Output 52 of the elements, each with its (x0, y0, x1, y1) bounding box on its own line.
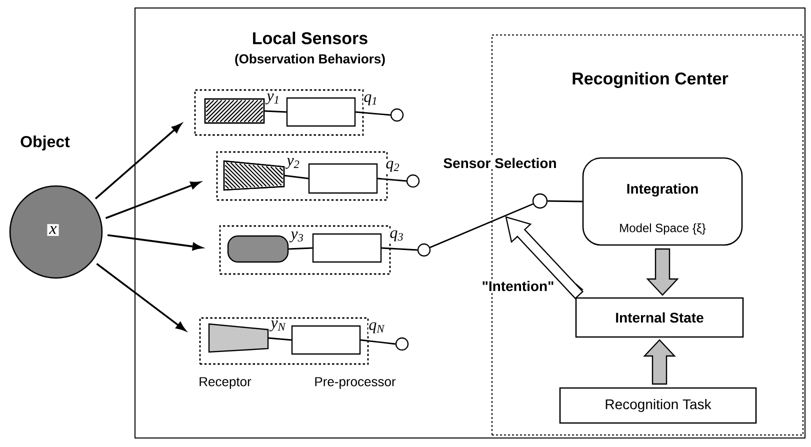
switch-contact (532, 193, 548, 209)
output-terminal (395, 337, 409, 351)
receptor-block (223, 160, 285, 191)
connector (284, 174, 308, 180)
connector (430, 203, 534, 248)
signal-label: q$_{1}$ (363, 94, 378, 106)
connector (548, 200, 582, 202)
arrow (96, 263, 186, 332)
block-arrow (643, 339, 676, 385)
receptor-block (208, 323, 269, 353)
process-box: Internal State (575, 297, 744, 338)
rounded-box: Integration Model Space {ξ} (582, 157, 743, 246)
caption: Pre-processor (313, 376, 397, 390)
connector (356, 111, 390, 116)
signal-label: q$_{3}$ (389, 230, 404, 242)
sensor-box (219, 225, 391, 275)
caption: Receptor (198, 376, 252, 390)
arrow (94, 123, 182, 200)
edge-label: "Intention" (480, 280, 556, 292)
connector (264, 110, 286, 113)
output-terminal (417, 243, 431, 257)
signal-label: y$_{1}$ (265, 93, 280, 105)
subheading: (Observation Behaviors) (234, 52, 386, 68)
connector (378, 178, 406, 182)
connector (360, 339, 396, 345)
signal-label: y$_{2}$ (285, 158, 300, 170)
signal-label: q$_{N}$ (368, 322, 386, 334)
signal-label: y$_{3}$ (289, 231, 304, 243)
preprocessor-block (291, 325, 361, 355)
preprocessor-block (312, 233, 382, 263)
connector (288, 247, 312, 250)
frame (134, 8, 806, 438)
block-arrow (646, 248, 679, 296)
output-terminal (390, 108, 404, 122)
sensor-box (216, 151, 388, 201)
arrow (105, 182, 200, 219)
arrow (107, 234, 202, 250)
output-terminal (406, 174, 420, 188)
object-blob: x (9, 185, 103, 279)
signal-label: y$_{N}$ (269, 320, 286, 332)
receptor-block (204, 98, 265, 124)
annotation: Sensor Selection (442, 156, 558, 170)
preprocessor-block (308, 163, 378, 194)
preprocessor-block (286, 97, 356, 127)
heading: Local Sensors (250, 30, 370, 46)
heading: Object (20, 136, 70, 150)
sensor-box (194, 89, 364, 136)
connector (268, 337, 292, 341)
signal-label: q$_{2}$ (385, 160, 400, 172)
process-box: Recognition Task (559, 387, 757, 424)
receptor-block (227, 235, 289, 263)
sensor-box (199, 317, 369, 365)
